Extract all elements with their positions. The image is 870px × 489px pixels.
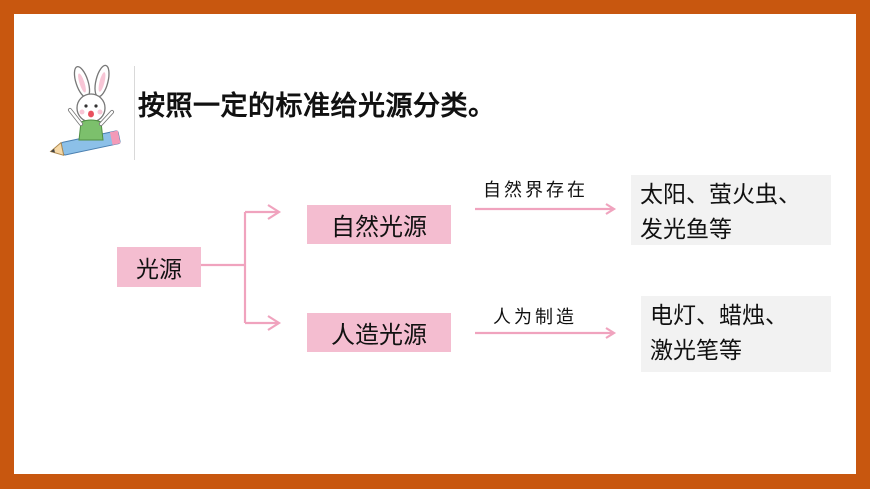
lower-arrow-head	[267, 315, 282, 331]
root-node-light-source: 光源	[117, 247, 201, 287]
rabbit-mascot-icon	[49, 64, 121, 157]
mascot-divider	[134, 66, 135, 160]
relation-label-artificial: 人为制造	[493, 307, 577, 328]
page-title: 按照一定的标准给光源分类。	[138, 91, 496, 122]
examples-natural-box: 太阳、萤火虫、 发光鱼等	[631, 175, 831, 245]
examples-artificial-box: 电灯、蜡烛、 激光笔等	[641, 296, 831, 372]
examples-artificial-line-2: 激光笔等	[650, 338, 742, 364]
upper-relation-arrow-head	[605, 203, 617, 215]
upper-arrow-head	[267, 204, 282, 220]
branch-natural-light-source: 自然光源	[307, 205, 451, 244]
examples-artificial-line-1: 电灯、蜡烛、	[650, 303, 788, 329]
connector-lines	[201, 203, 617, 339]
lower-relation-arrow-head	[605, 327, 617, 339]
branch-artificial-light-source: 人造光源	[307, 313, 451, 352]
examples-natural-line-2: 发光鱼等	[640, 217, 732, 243]
examples-natural-line-1: 太阳、萤火虫、	[640, 182, 801, 208]
slide: 按照一定的标准给光源分类。 光源 自然光源 人造光源 自然界存在 人为制造 太阳…	[14, 14, 856, 474]
relation-label-natural: 自然界存在	[483, 180, 588, 201]
